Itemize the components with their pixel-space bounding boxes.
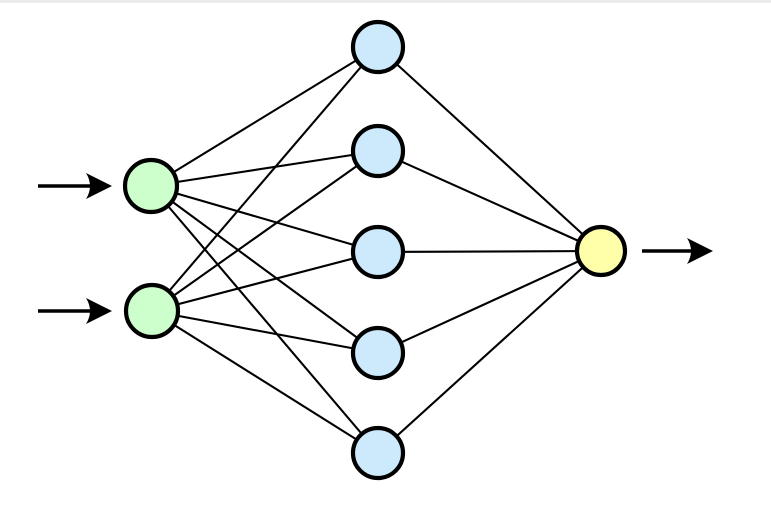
node-hid-3[interactable] <box>350 224 406 280</box>
nodes-group <box>122 19 628 481</box>
edge-hid-4-to-out-1 <box>376 249 603 355</box>
input-arrow-2 <box>38 298 112 324</box>
edges-group <box>149 45 603 455</box>
edge-in-2-to-hid-5 <box>150 309 380 455</box>
output-arrow-1 <box>642 238 713 264</box>
node-hid-4[interactable] <box>350 325 406 381</box>
edge-hid-1-to-out-1 <box>376 45 603 253</box>
edge-in-2-to-hid-4 <box>150 309 380 355</box>
edge-in-2-to-hid-2 <box>150 149 380 313</box>
top-border-strip <box>0 0 771 3</box>
edge-in-1-to-hid-4 <box>149 184 380 355</box>
node-in-2[interactable] <box>123 282 181 340</box>
edge-hid-2-to-out-1 <box>376 149 603 253</box>
input-arrow-1 <box>38 173 112 199</box>
edge-hid-3-to-out-1 <box>376 249 603 254</box>
node-out-1[interactable] <box>574 224 628 278</box>
edge-in-1-to-hid-5 <box>149 184 380 455</box>
edge-in-2-to-hid-1 <box>150 45 380 313</box>
edge-in-1-to-hid-3 <box>149 184 380 254</box>
node-hid-1[interactable] <box>350 19 406 75</box>
edge-in-1-to-hid-2 <box>149 149 380 188</box>
output-arrow-1-head <box>687 238 713 264</box>
node-hid-2[interactable] <box>350 123 406 179</box>
input-arrow-1-head <box>86 173 112 199</box>
io-arrows-group <box>38 173 713 324</box>
edge-hid-5-to-out-1 <box>376 249 603 455</box>
input-arrow-2-head <box>86 298 112 324</box>
node-in-1[interactable] <box>122 157 180 215</box>
edge-in-2-to-hid-3 <box>150 250 380 313</box>
edge-in-1-to-hid-1 <box>149 45 380 188</box>
node-hid-5[interactable] <box>350 425 406 481</box>
